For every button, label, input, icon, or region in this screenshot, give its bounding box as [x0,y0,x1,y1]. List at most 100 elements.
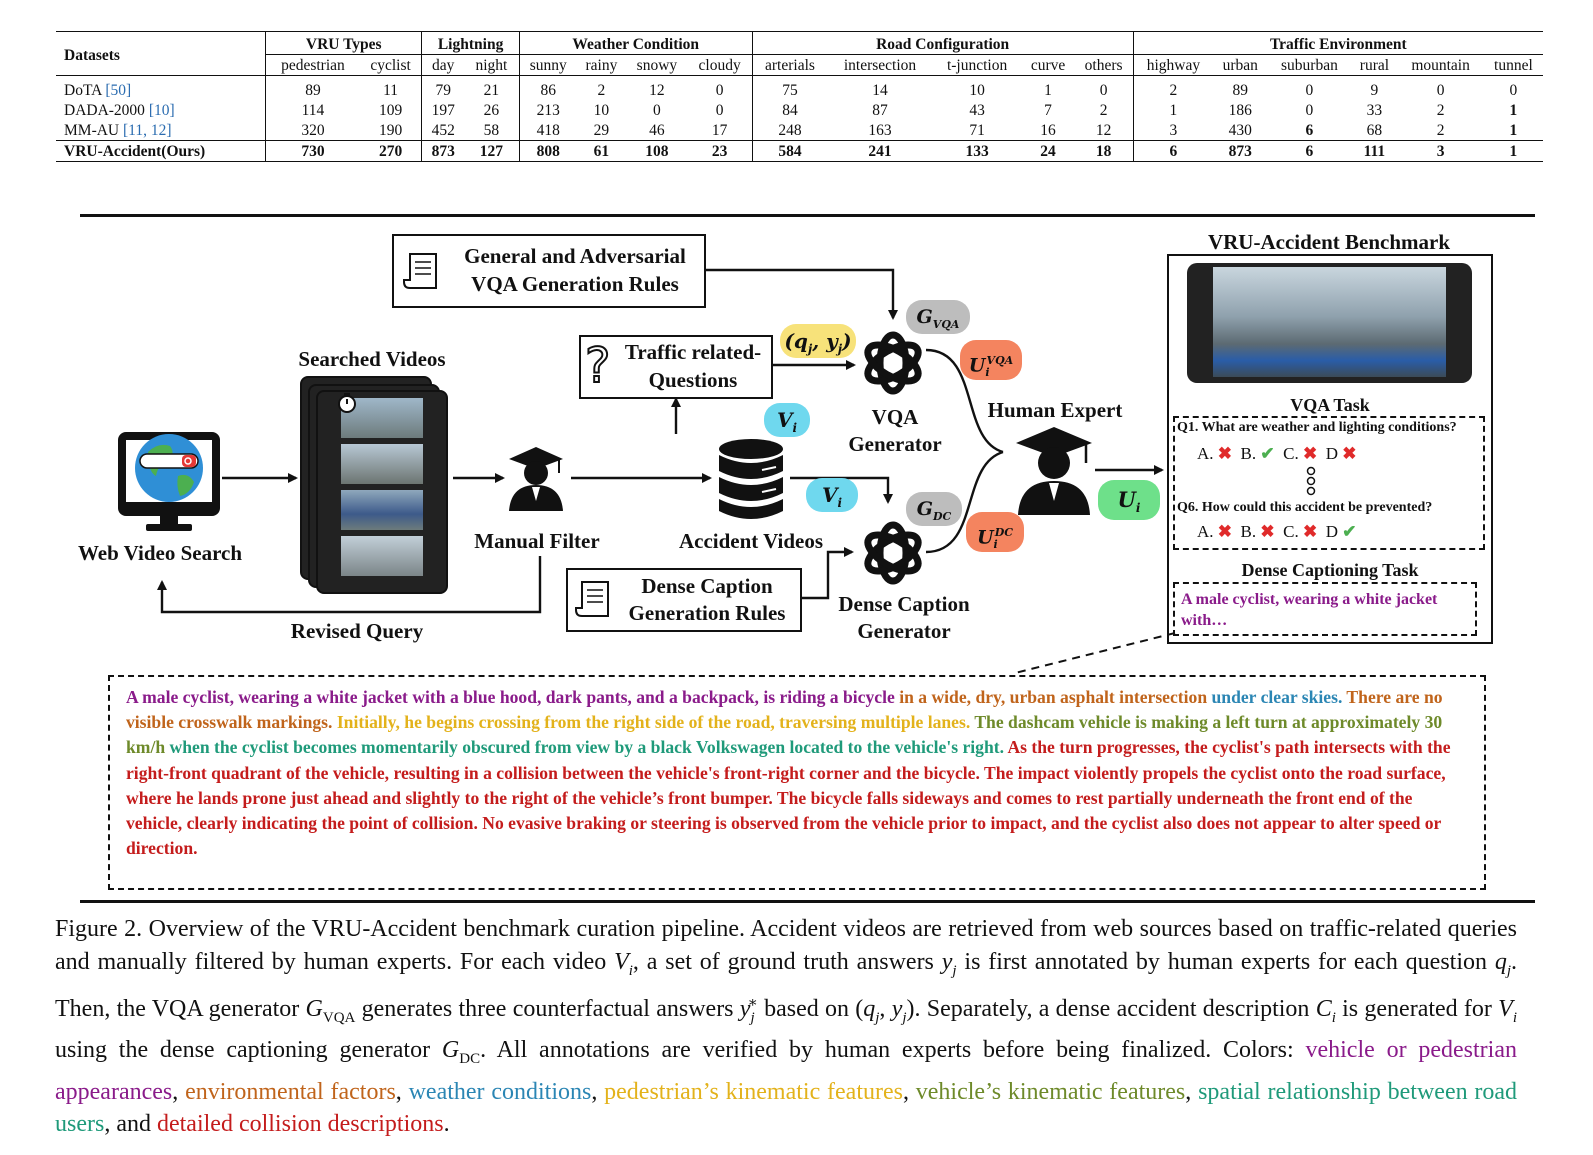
table-cell: 197 [421,100,465,120]
table-cell: 320 [265,120,360,141]
caption-color-key: detailed collision descriptions [156,1111,444,1138]
table-cell: 418 [518,120,577,141]
dataset-name-text: VRU-Accident(Ours) [64,142,206,160]
column-header: rainy [576,54,627,76]
vqa-question-6: Q6. How could this accident be prevented… [1177,500,1433,515]
column-header: suburban [1267,54,1352,76]
pill-question-answer: (qj, yj) [780,324,856,358]
table-cell: 1 [1044,81,1052,99]
q1-opt-c: C. [1283,444,1299,463]
dataset-name-text: DoTA [64,81,102,99]
human-expert-label: Human Expert [987,398,1123,422]
table-cell: 21 [483,81,500,99]
dataset-name-text: MM-AU [64,121,120,139]
caption-text: is first annotated by human experts for … [956,948,1495,975]
q6-options: A. ✖ B. ✖ C. ✖ D ✔ [1197,522,1357,542]
pill-video-vi: Vi [764,403,810,437]
pill-g-vqa: GVQA [906,300,970,334]
human-expert-icon [1012,425,1096,522]
table-cell: 9 [1370,81,1379,99]
table-cell: 1 [1509,101,1518,119]
table-cell: 89 [1232,81,1249,99]
pill-u-i: Ui [1098,480,1160,520]
column-header: others [1074,54,1134,76]
table-cell: 730 [265,140,360,162]
citation[interactable]: [11, 12] [123,121,172,139]
table-cell: 86 [518,75,577,100]
vqa-task-box: Q1. What are weather and lighting condit… [1173,416,1485,550]
caption-text: generates three counterfactual answers [355,995,740,1022]
caption-text: and [116,1111,151,1138]
column-header: cyclist [359,54,422,76]
figure-top-rule [80,214,1535,217]
table-cell: 108 [626,140,688,162]
table-cell: 109 [378,101,403,119]
searched-videos-label: Searched Videos [298,347,446,371]
question-mark-icon: ? [584,338,612,394]
dense-caption-generator-line2: Generator [857,619,951,643]
column-header: curve [1021,54,1075,76]
q6-opt-d: D [1325,522,1338,541]
table-cell: 873 [1213,140,1268,162]
check-icon: ✔ [1342,522,1357,541]
caption-segment: There are no visible crosswalk markings. [126,687,1443,733]
table-cell: 111 [1351,140,1398,162]
check-icon: ✔ [1260,444,1275,463]
table-cell: 12 [1095,121,1112,139]
column-header: arterials [751,54,828,76]
citation[interactable]: [10] [148,101,175,119]
cross-icon: ✖ [1217,522,1233,541]
column-header: intersection [827,54,933,76]
caption-color-key: environmental factors [185,1078,396,1105]
math-yj: yj [941,948,957,979]
database-icon [716,437,786,528]
pill-video-vi-2: Vi [806,478,858,512]
table-cell: 584 [751,140,828,162]
table-cell: 0 [1305,101,1314,119]
caption-text: Figure 2. Overview of the VRU-Accident b… [55,916,1517,975]
caption-color-key: spatial relationship between road users [55,1078,1518,1138]
column-header: sunny [518,54,577,76]
benchmark-video-strip [1187,263,1472,383]
table-cell: 14 [872,81,888,99]
table-cell: 43 [969,101,985,119]
column-header: day [421,54,465,76]
table-cell: 0 [1099,81,1108,99]
table-cell: 61 [576,140,627,162]
caption-segment: Initially, he begins crossing from the r… [332,712,971,733]
accident-frame-image [1213,267,1446,377]
dataset-name-text: DADA-2000 [64,101,145,119]
group-header: Lightning [421,31,520,55]
citation[interactable]: [50] [105,81,132,99]
table-cell: 430 [1228,121,1252,139]
table-cell: 58 [483,121,500,139]
table-cell: 10 [593,101,610,119]
cross-icon: ✖ [1302,444,1318,463]
table-cell: 114 [265,100,360,120]
table-cell: 2 [1132,75,1214,100]
scroll-icon [575,581,609,617]
table-cell: 16 [1040,121,1056,139]
cross-icon: ✖ [1342,444,1357,463]
table-cell: 2 [1436,101,1445,119]
traffic-questions-line2: Questions [648,368,738,392]
table-cell: 873 [421,140,465,162]
monitor-icon [116,418,224,538]
dense-caption-box: A male cyclist, wearing a white jacket w… [108,675,1486,890]
manual-filter-person-icon [503,445,569,518]
q1-opt-a: A. [1197,444,1214,463]
group-header: Road Configuration [751,31,1134,55]
q6-opt-a: A. [1197,522,1214,541]
table-cell: 6 [1267,140,1352,162]
caption-color-key: vehicle or pedestrian appearances [55,1037,1517,1105]
table-cell: 163 [868,121,892,139]
table-cell: 12 [649,81,665,99]
dataset-name: DADA-2000 [10] [56,100,266,120]
table-cell: 808 [518,140,577,162]
dense-rules-line2: Generation Rules [628,601,786,625]
caption-text: is generated for [1335,995,1499,1022]
table-cell: 3 [1132,120,1214,141]
